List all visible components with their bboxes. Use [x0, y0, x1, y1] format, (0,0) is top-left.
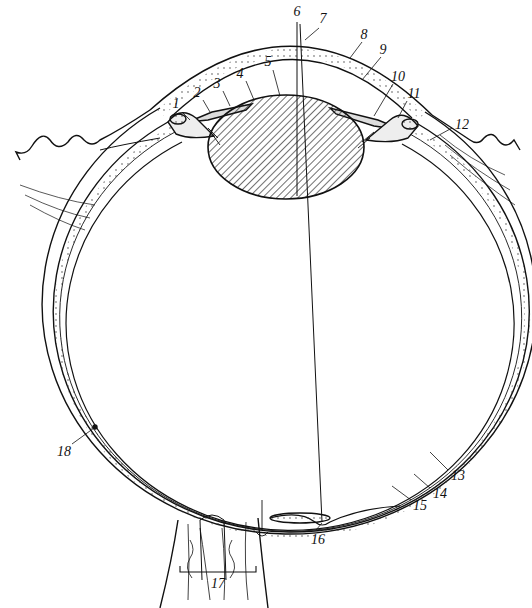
callout-number: 8: [360, 28, 369, 42]
callout-number: 10: [390, 70, 406, 84]
callout-number: 6: [293, 5, 302, 19]
callout-number: 11: [407, 87, 422, 101]
callout-number: 3: [213, 77, 222, 91]
callout-number: 4: [236, 67, 245, 81]
callout-number: 12: [454, 118, 470, 132]
callout-number: 17: [210, 577, 226, 591]
callout-number: 15: [412, 499, 428, 513]
callout-number: 2: [193, 86, 202, 100]
callout-number: 16: [310, 533, 326, 547]
callout-number: 1: [172, 97, 181, 111]
callout-number: 7: [319, 12, 328, 26]
callout-number: 5: [264, 55, 273, 69]
callout-number: 9: [379, 43, 388, 57]
callout-number: 18: [56, 445, 72, 459]
callout-number: 13: [450, 469, 466, 483]
callout-number: 14: [432, 487, 448, 501]
